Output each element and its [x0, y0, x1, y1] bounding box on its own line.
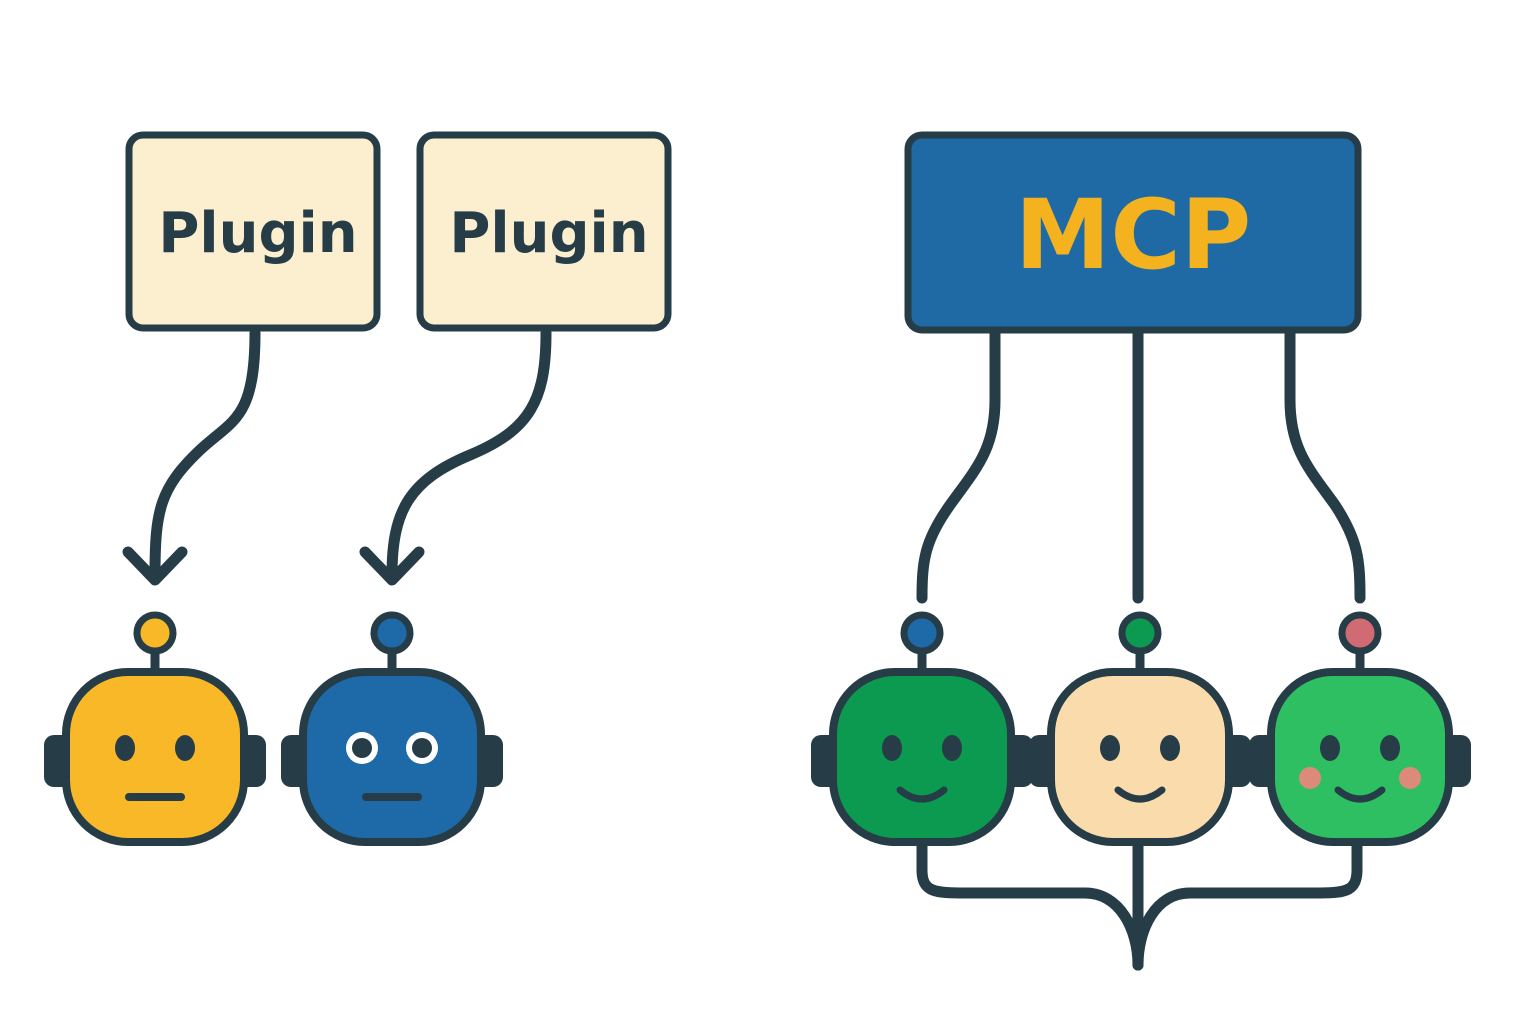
eye-right — [175, 735, 195, 761]
arrow-plugin-1 — [149, 327, 261, 581]
pupil-left — [352, 738, 372, 758]
mcp-connector-right — [1284, 327, 1366, 604]
eye-left — [882, 735, 902, 761]
mouth — [1334, 786, 1386, 803]
pupil-right — [412, 738, 432, 758]
robot-head — [62, 668, 248, 846]
eye-left — [1100, 735, 1120, 761]
robot-left-1 — [44, 611, 266, 846]
antenna-bulb — [1118, 611, 1162, 655]
robot-left-2 — [281, 611, 503, 846]
plugin-group: Plugin Plugin — [122, 131, 672, 586]
merge-line-left — [916, 839, 1144, 971]
arrowhead-plugin-2 — [359, 546, 425, 586]
robot-right-1 — [811, 611, 1033, 846]
robot-head — [829, 668, 1015, 846]
robot-head — [1047, 668, 1233, 846]
plugin-box-1: Plugin — [125, 131, 381, 332]
robot-right-2 — [1029, 611, 1251, 846]
robot-right-3 — [1249, 611, 1471, 846]
plugin-box-2-label: Plugin — [449, 201, 648, 266]
plugin-box-1-label: Plugin — [158, 201, 357, 266]
merge-line-right — [1132, 839, 1363, 971]
robot-head — [299, 668, 485, 846]
mouth — [896, 786, 948, 803]
antenna-bulb — [370, 611, 414, 655]
eye-right — [1160, 735, 1180, 761]
eye-left — [1320, 735, 1340, 761]
arrow-plugin-2 — [386, 327, 552, 581]
eye-right — [1380, 735, 1400, 761]
eye-right — [942, 735, 962, 761]
plugin-box-2: Plugin — [416, 131, 672, 332]
robot-head — [1267, 668, 1453, 846]
blush-left — [1299, 767, 1321, 789]
mouth — [1114, 786, 1166, 803]
mcp-group: MCP — [904, 131, 1366, 971]
antenna-bulb — [900, 611, 944, 655]
antenna-bulb — [133, 611, 177, 655]
arrowhead-plugin-1 — [122, 546, 188, 586]
blush-right — [1399, 767, 1421, 789]
mcp-connector-left — [916, 327, 1001, 604]
mcp-box — [904, 131, 1362, 334]
mcp-box-label: MCP — [1015, 179, 1251, 291]
antenna-bulb — [1338, 611, 1382, 655]
eye-left — [115, 735, 135, 761]
